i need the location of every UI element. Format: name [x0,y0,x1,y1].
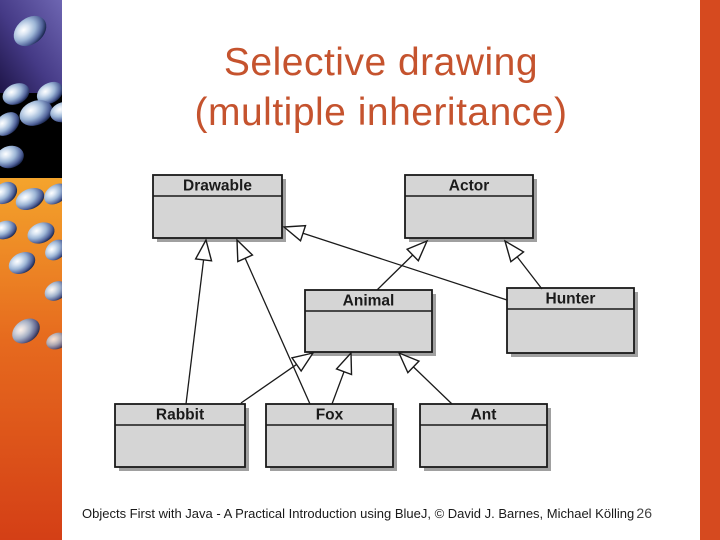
inherits-arrow-rabbit-drawable [185,238,213,405]
title-line-2: (multiple inheritance) [194,91,568,134]
bean-cluster [0,15,78,350]
footer-credit: Objects First with Java - A Practical In… [82,506,635,521]
slide-title: Selective drawing (multiple inheritance) [62,38,700,138]
inherits-arrow-fox-animal [331,351,353,405]
right-accent-stripe [700,0,720,540]
class-name-label: Fox [316,407,344,424]
sidebar-purple-band [0,0,62,93]
class-name-label: Ant [471,407,497,424]
class-box-drawable: Drawable [152,174,286,242]
inherits-arrow-hunter-actor [503,239,543,290]
inherits-arrow-animal-actor [376,239,429,291]
class-box-fox: Fox [265,403,397,471]
title-line-1: Selective drawing [223,41,539,84]
class-name-label: Actor [449,178,489,195]
inherits-arrow-hunter-drawable [282,224,508,301]
class-name-label: Drawable [183,178,252,195]
class-box-rabbit: Rabbit [114,403,249,471]
class-box-animal: Animal [304,289,436,356]
page-number: 26 [636,505,652,521]
class-name-label: Hunter [546,291,596,308]
sidebar-beans-image [0,0,78,540]
inherits-arrow-ant-animal [397,351,453,405]
inherits-arrow-rabbit-animal [240,351,315,404]
class-box-hunter: Hunter [506,287,638,357]
class-box-actor: Actor [404,174,537,242]
class-name-label: Rabbit [156,407,204,424]
class-name-label: Animal [343,293,395,310]
class-box-ant: Ant [419,403,551,471]
sidebar-art [0,0,78,540]
inherits-arrow-fox-drawable [236,238,311,405]
